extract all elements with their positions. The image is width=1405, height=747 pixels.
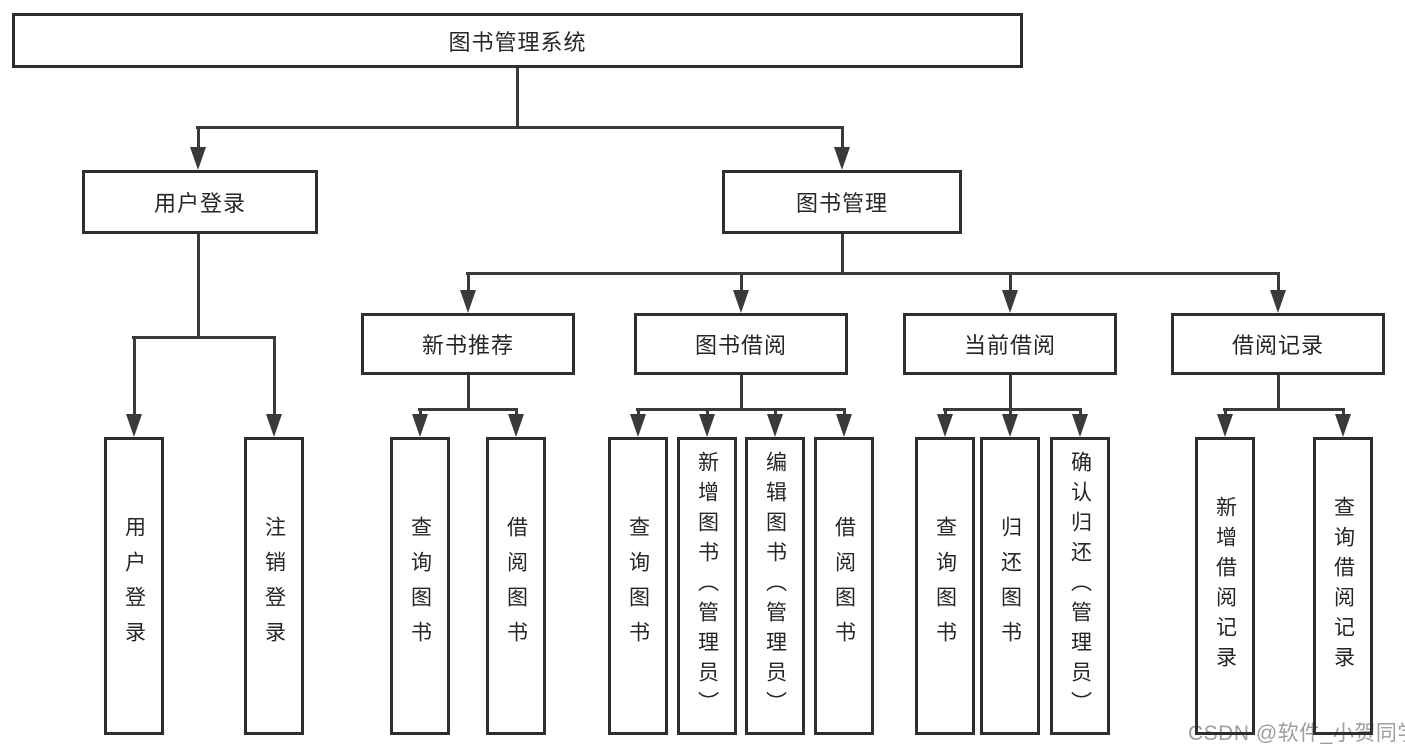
leaf-user-login: 用户登录 (104, 437, 164, 735)
node-user-login: 用户登录 (82, 170, 318, 234)
connector-arrowhead (834, 147, 850, 170)
connector-arrowhead (508, 414, 524, 437)
connector-drop (419, 408, 422, 414)
leaf-cb-confirm-return-admin: 确认归还（管理员） (1050, 437, 1110, 735)
connector-book-management-rail (466, 272, 1280, 275)
connector-root-stem (516, 68, 519, 129)
node-current-borrow: 当前借阅 (903, 313, 1117, 375)
leaf-logout: 注销登录 (244, 437, 304, 735)
connector-drop (774, 408, 777, 414)
connector-arrowhead (412, 414, 428, 437)
connector-user-login-stem (197, 234, 200, 339)
watermark: CSDN @软件_小贺同学 (1188, 722, 1405, 745)
connector-drop (706, 408, 709, 414)
connector-drop-borrow-records (1277, 272, 1280, 290)
connector-drop-book-management (841, 126, 844, 147)
connector-book-borrow-stem (740, 375, 743, 411)
connector-arrowhead (699, 414, 715, 437)
connector-arrowhead (1002, 414, 1018, 437)
connector-arrowhead (460, 290, 476, 313)
connector-drop-new-book-recommend (467, 272, 470, 290)
connector-drop-book-borrow (740, 272, 743, 290)
leaf-bb-edit-book-admin: 编辑图书（管理员） (745, 437, 805, 735)
connector-drop (843, 408, 846, 414)
connector-borrow-records-stem (1277, 375, 1280, 411)
leaf-nb-query-book: 查询图书 (390, 437, 450, 735)
leaf-nb-borrow-book: 借阅图书 (486, 437, 546, 735)
connector-arrowhead (767, 414, 783, 437)
connector-new-book-rail (418, 408, 518, 411)
connector-drop (1079, 408, 1082, 414)
connector-drop-user-login (197, 126, 200, 147)
connector-arrowhead (1335, 414, 1351, 437)
node-new-book-recommend: 新书推荐 (361, 313, 575, 375)
connector-arrowhead (937, 414, 953, 437)
connector-arrowhead (836, 414, 852, 437)
connector-arrowhead (733, 290, 749, 313)
connector-arrowhead (1002, 290, 1018, 313)
node-book-management: 图书管理 (722, 170, 962, 234)
connector-borrow-records-rail (1223, 408, 1345, 411)
connector-drop (1224, 408, 1227, 414)
connector-drop-leaf-user-login (133, 336, 136, 414)
leaf-cb-return-book: 归还图书 (980, 437, 1040, 735)
connector-drop (515, 408, 518, 414)
connector-new-book-stem (467, 375, 470, 411)
connector-drop (637, 408, 640, 414)
connector-arrowhead (266, 414, 282, 437)
connector-arrowhead (1270, 290, 1286, 313)
connector-arrowhead (1072, 414, 1088, 437)
node-borrow-records: 借阅记录 (1171, 313, 1385, 375)
connector-arrowhead (126, 414, 142, 437)
node-book-borrow: 图书借阅 (634, 313, 848, 375)
connector-drop-leaf-logout (273, 336, 276, 414)
connector-drop-current-borrow (1009, 272, 1012, 290)
connector-drop (1009, 408, 1012, 414)
leaf-bb-add-book-admin: 新增图书（管理员） (677, 437, 737, 735)
leaf-cb-query-book: 查询图书 (915, 437, 975, 735)
connector-arrowhead (190, 147, 206, 170)
connector-current-borrow-rail (943, 408, 1082, 411)
leaf-bb-query-book: 查询图书 (608, 437, 668, 735)
leaf-br-add-borrow-record: 新增借阅记录 (1195, 437, 1255, 735)
connector-user-login-rail (132, 336, 276, 339)
connector-root-rail (196, 126, 844, 129)
connector-book-borrow-rail (636, 408, 846, 411)
leaf-bb-borrow-book: 借阅图书 (814, 437, 874, 735)
connector-drop (944, 408, 947, 414)
connector-arrowhead (630, 414, 646, 437)
connector-book-management-stem (841, 234, 844, 275)
leaf-br-query-borrow-record: 查询借阅记录 (1313, 437, 1373, 735)
connector-arrowhead (1217, 414, 1233, 437)
node-root: 图书管理系统 (12, 13, 1023, 68)
connector-drop (1342, 408, 1345, 414)
connector-current-borrow-stem (1009, 375, 1012, 411)
